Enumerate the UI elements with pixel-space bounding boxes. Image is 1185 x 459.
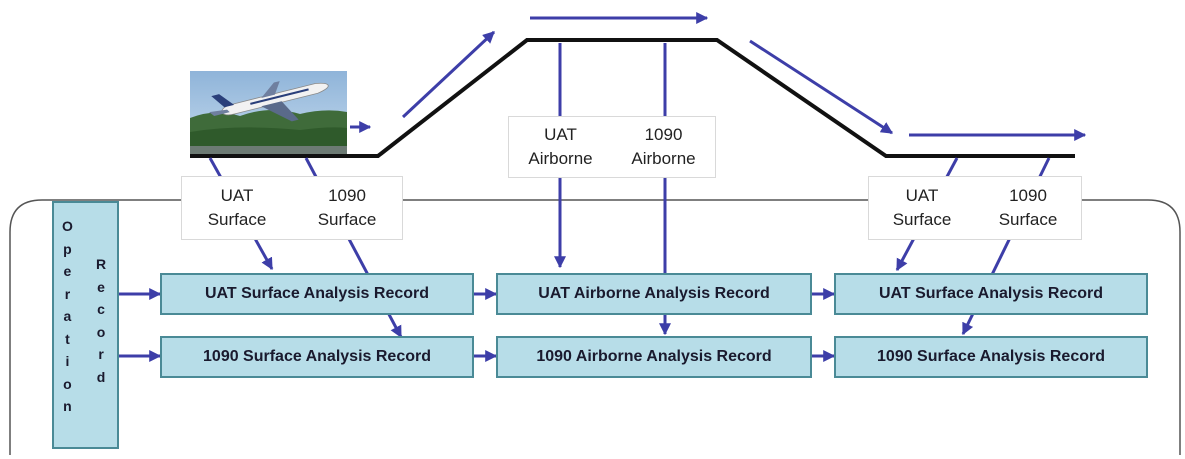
label-line: UAT [544, 125, 577, 144]
label-line: UAT [905, 186, 939, 205]
label-line: 1090 [1009, 186, 1047, 205]
airborne-1090-label: 1090 Airborne [631, 123, 695, 171]
vertical-letter: d [96, 368, 106, 385]
label-line: Surface [998, 210, 1058, 229]
uat-airborne-analysis-record: UAT Airborne Analysis Record [496, 273, 812, 315]
1090-surface-analysis-record-2: 1090 Surface Analysis Record [834, 336, 1148, 378]
vertical-letter: n [63, 398, 72, 414]
landing-surface-label-box: UAT Surface 1090 Surface [868, 176, 1082, 240]
vertical-letter: O [62, 218, 73, 234]
label-line: Surface [207, 210, 267, 229]
vertical-letter: e [97, 278, 105, 295]
label-line: Airborne [528, 149, 593, 168]
landing-1090-surface-label: 1090 Surface [999, 184, 1058, 232]
takeoff-surface-label-box: UAT Surface 1090 Surface [181, 176, 403, 240]
vertical-letter: r [64, 285, 71, 302]
vertical-letter: a [63, 308, 72, 324]
label-line: Airborne [631, 149, 696, 168]
uat-surface-analysis-record-2: UAT Surface Analysis Record [834, 273, 1148, 315]
system-boundary [9, 199, 1181, 455]
1090-airborne-analysis-record: 1090 Airborne Analysis Record [496, 336, 812, 378]
label-line: 1090 [644, 125, 683, 144]
flight-direction-arrows [350, 12, 1087, 141]
vertical-letter: o [96, 323, 106, 340]
label-line: Surface [317, 210, 377, 229]
label-line: 1090 [328, 186, 366, 205]
label-line: UAT [220, 186, 254, 205]
vertical-letter: r [98, 346, 104, 362]
record-flow-arrows [118, 288, 836, 362]
vertical-letter: c [97, 301, 105, 317]
vertical-letter: e [63, 263, 72, 279]
airplane-takeoff-photo [190, 71, 347, 156]
vertical-letter: p [63, 240, 72, 257]
flight-path-line [190, 38, 1075, 158]
label-line: Surface [892, 210, 952, 229]
vertical-letter: t [65, 330, 70, 347]
uat-surface-analysis-record-1: UAT Surface Analysis Record [160, 273, 474, 315]
airborne-uat-label: UAT Airborne [528, 123, 592, 171]
takeoff-1090-surface-label: 1090 Surface [318, 184, 377, 232]
takeoff-uat-surface-label: UAT Surface [208, 184, 267, 232]
vertical-letter: R [96, 256, 107, 272]
airborne-label-box: UAT Airborne 1090 Airborne [508, 116, 716, 178]
vertical-letter: i [65, 353, 70, 369]
landing-uat-surface-label: UAT Surface [893, 184, 952, 232]
vertical-letter: o [63, 375, 72, 392]
1090-surface-analysis-record-1: 1090 Surface Analysis Record [160, 336, 474, 378]
